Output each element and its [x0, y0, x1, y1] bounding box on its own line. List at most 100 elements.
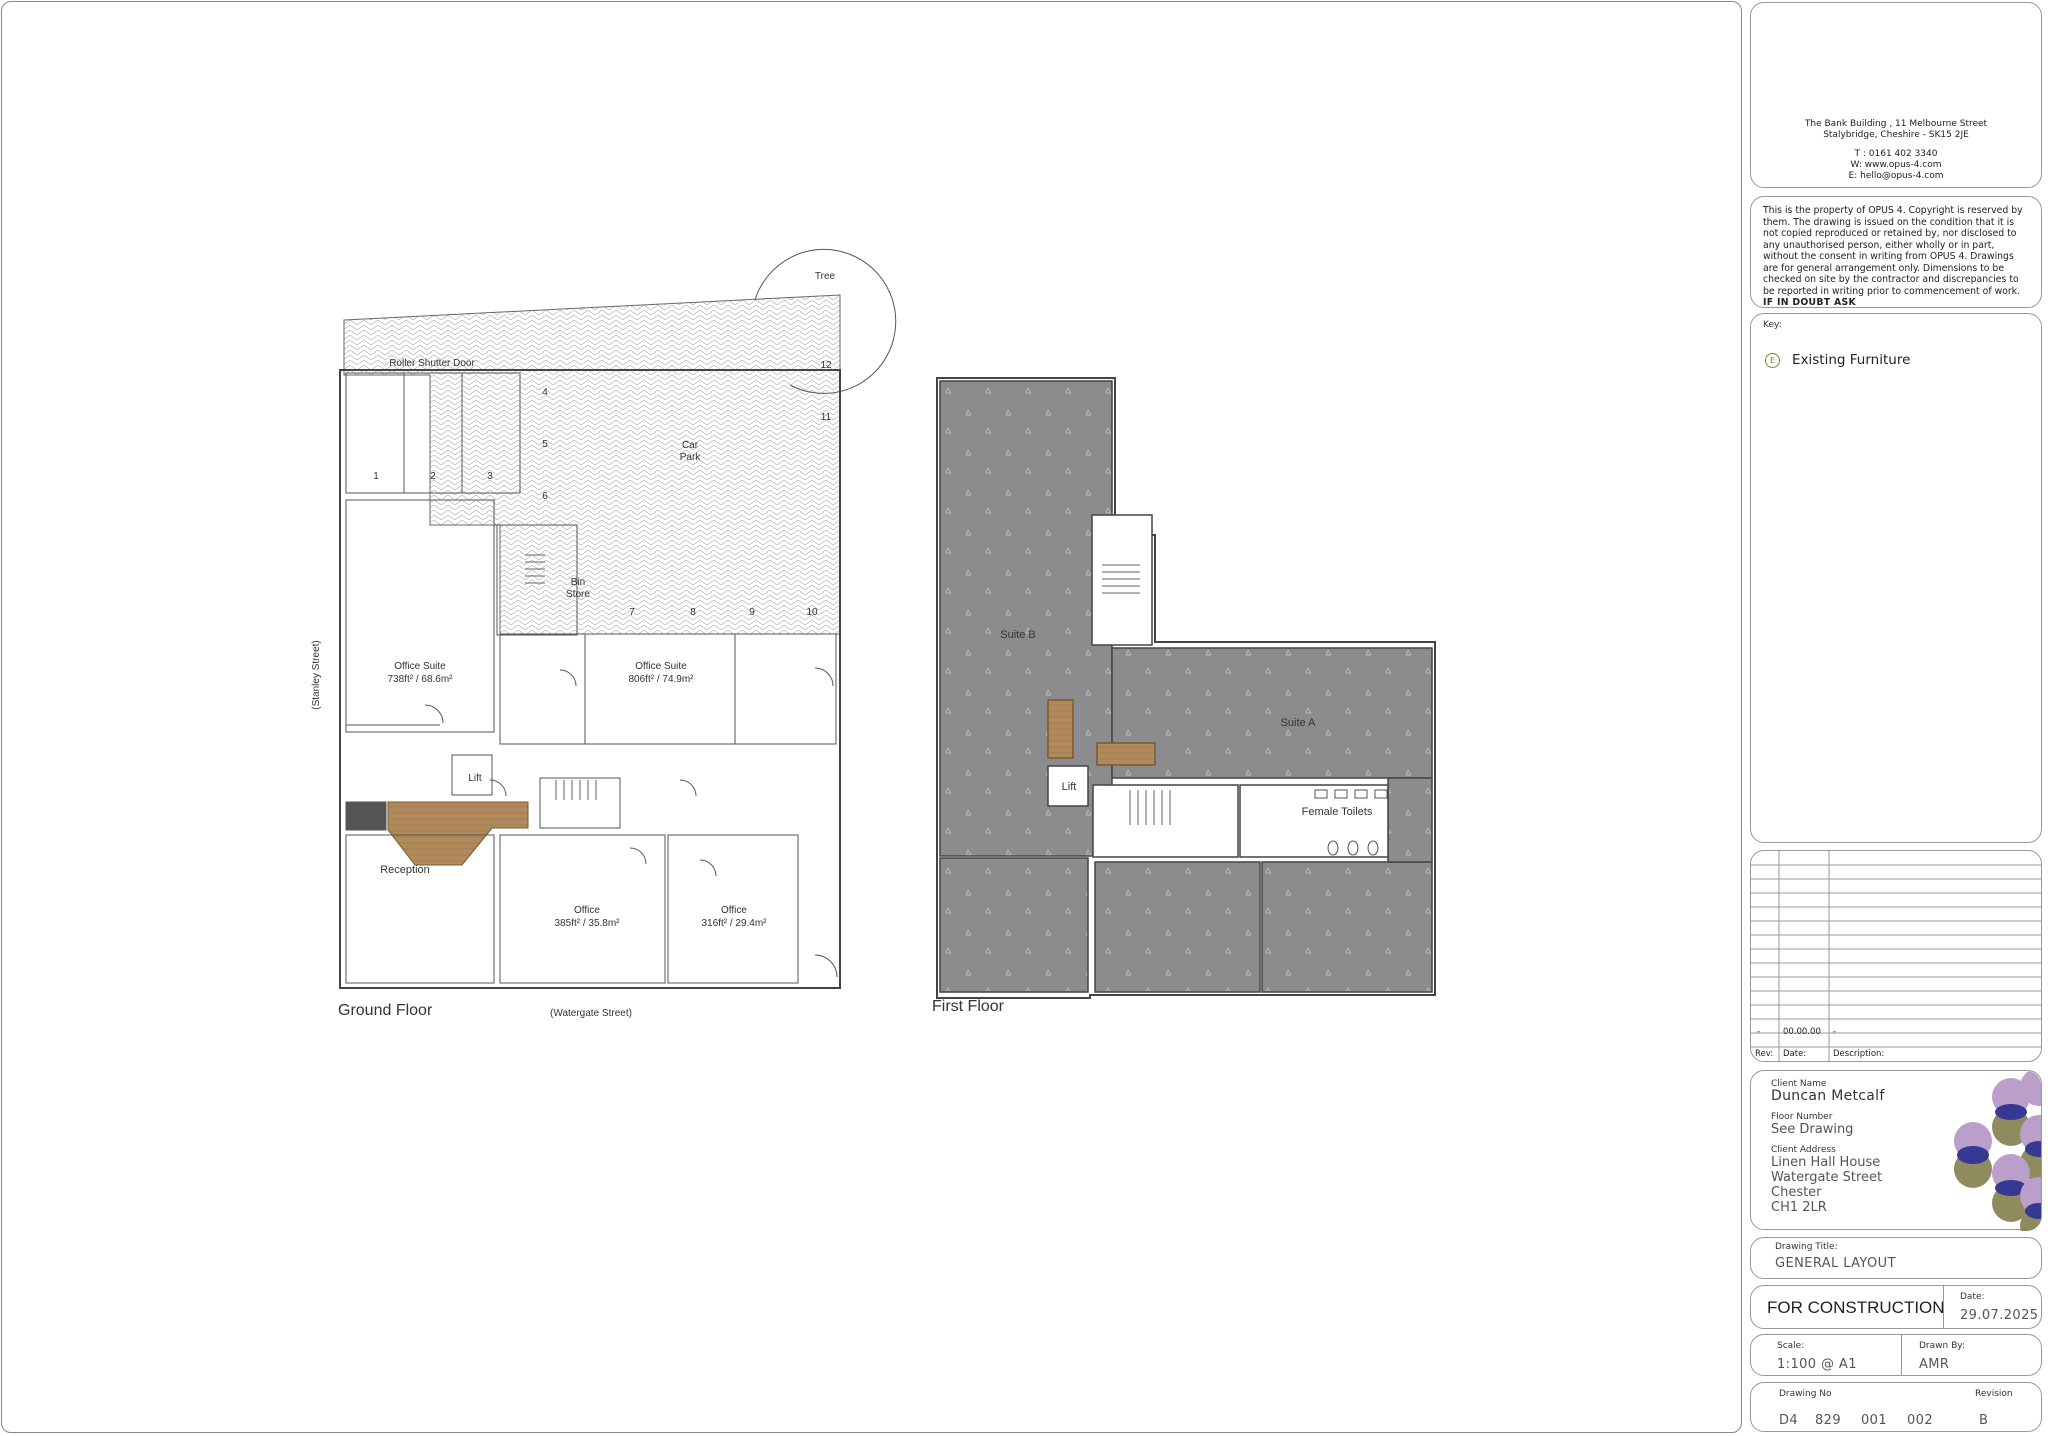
scale-panel: Scale: 1:100 @ A1 Drawn By: AMR [1750, 1334, 2042, 1376]
revision-value: B [1979, 1413, 1989, 1428]
bay-11: 11 [821, 412, 832, 423]
office-suite-left [345, 499, 495, 733]
reception-floor [387, 801, 529, 866]
date-value: 29.07.2025 [1960, 1308, 2039, 1323]
drawing-number-panel: Drawing No Revision D4 829 001 002 B [1750, 1382, 2042, 1432]
office-suite-left-area: 738ft² / 68.6m² [387, 674, 453, 685]
revision-label: Revision [1975, 1389, 2013, 1399]
suite-a [1111, 647, 1433, 779]
status-text: FOR CONSTRUCTION [1767, 1298, 1945, 1317]
opus4-logo [1954, 1071, 2041, 1231]
address-line1: The Bank Building , 11 Melbourne Street [1804, 119, 1988, 129]
office-bl-name: Office [574, 905, 600, 916]
drawing-no-part4: 002 [1907, 1413, 1934, 1428]
first-lift-label: Lift [1062, 781, 1077, 793]
garages [345, 372, 521, 494]
car-park-line1: Car [682, 440, 699, 451]
phone: T : 0161 402 3340 [1854, 149, 1938, 159]
lower-stair [539, 777, 621, 829]
office-bottom-right [667, 834, 799, 984]
key-panel: Key: E Existing Furniture [1750, 313, 2042, 843]
bay-10: 10 [806, 607, 818, 618]
reception-label: Reception [380, 864, 430, 876]
suite-d [1261, 861, 1433, 993]
bay-8: 8 [690, 607, 696, 618]
office-br-name: Office [721, 905, 747, 916]
key-label: Key: [1763, 320, 1782, 330]
ground-floor-plan [339, 248, 897, 989]
roller-door-label: Roller Shutter Door [389, 358, 475, 369]
drawing-title: GENERAL LAYOUT [1775, 1256, 1896, 1271]
tree-canopy [754, 248, 897, 394]
bin-store-line2: Store [566, 589, 590, 600]
stanley-street-label: (Stanley Street) [311, 640, 322, 709]
bay-7: 7 [629, 607, 635, 618]
office-suite-mid-name: Office Suite [635, 661, 687, 672]
revision-grid [1751, 851, 2041, 1061]
first-floor-title: First Floor [932, 998, 1005, 1015]
stair-core [496, 524, 578, 636]
office-br-area: 316ft² / 29.4m² [701, 918, 767, 929]
drawing-no-part3: 001 [1861, 1413, 1888, 1428]
car-park-line2: Park [680, 452, 702, 463]
scale-value: 1:100 @ A1 [1777, 1357, 1857, 1372]
rev-date: 00.00.00 [1783, 1027, 1821, 1037]
bay-4: 4 [542, 387, 548, 398]
bay-12: 12 [820, 360, 832, 371]
tree-label: Tree [815, 271, 836, 282]
address-line: Watergate Street [1771, 1170, 1883, 1185]
drawing-no-label: Drawing No [1779, 1389, 1832, 1399]
key-item-label: Existing Furniture [1792, 352, 1911, 368]
bay-3: 3 [487, 471, 493, 482]
drawing-title-panel: Drawing Title: GENERAL LAYOUT [1750, 1237, 2042, 1279]
entrance-steps [345, 801, 387, 831]
first-kitchen-timber [1047, 699, 1074, 759]
ground-floor-outline [339, 369, 841, 989]
drawn-by-label: Drawn By: [1919, 1341, 1965, 1351]
floor-number-label: Floor Number [1771, 1112, 1833, 1122]
drawing-no-part2: 829 [1815, 1413, 1842, 1428]
email: E: hello@opus-4.com [1848, 171, 1944, 181]
office-suite-mid-area: 806ft² / 74.9m² [628, 674, 694, 685]
drawn-by-value: AMR [1919, 1357, 1950, 1372]
rev-value: - [1757, 1027, 1761, 1037]
drawing-title-label: Drawing Title: [1775, 1242, 1838, 1252]
copyright-emphasis: IF IN DOUBT ASK [1763, 297, 1856, 308]
client-address: Linen Hall House Watergate Street Cheste… [1771, 1155, 2021, 1215]
rev-header-rev: Rev: [1755, 1049, 1774, 1059]
client-address-label: Client Address [1771, 1145, 1836, 1155]
office-suite-middle [499, 633, 837, 745]
rev-header-desc: Description: [1833, 1049, 1885, 1059]
website: W: www.opus-4.com [1850, 160, 1942, 170]
suite-c [1094, 861, 1261, 993]
address-line2: Stalybridge, Cheshire - SK15 2JE [1823, 130, 1969, 140]
bay-5: 5 [542, 439, 548, 450]
office-bl-area: 385ft² / 35.8m² [554, 918, 620, 929]
first-stair-core [1091, 514, 1153, 646]
client-panel: Client Name Duncan Metcalf Floor Number … [1750, 1070, 2042, 1231]
client-name-label: Client Name [1771, 1079, 1827, 1089]
bay-1: 1 [373, 471, 379, 482]
address-panel: The Bank Building , 11 Melbourne Street … [1750, 2, 2042, 188]
floor-number: See Drawing [1771, 1122, 1854, 1137]
first-corridor [1092, 784, 1239, 858]
revision-table: - 00.00.00 - Rev: Date: Description: [1750, 850, 2042, 1062]
office-bottom-left [499, 834, 666, 984]
date-label: Date: [1960, 1292, 1985, 1302]
key-item: E Existing Furniture [1763, 352, 2029, 368]
suite-a-label: Suite A [1281, 717, 1317, 729]
suite-b-label: Suite B [1000, 629, 1035, 641]
address-line: Chester [1771, 1185, 1822, 1200]
existing-furniture-icon: E [1765, 352, 1780, 368]
date-box: Date: 29.07.2025 [1943, 1286, 2042, 1328]
bay-9: 9 [749, 607, 755, 618]
client-name: Duncan Metcalf [1771, 1088, 1885, 1104]
ground-floor-title: Ground Floor [338, 1002, 433, 1019]
car-park-area [343, 294, 841, 635]
status-panel: FOR CONSTRUCTION Date: 29.07.2025 [1750, 1285, 2042, 1329]
address-line: CH1 2LR [1771, 1200, 1827, 1215]
ground-lift [451, 754, 493, 796]
copyright-text: This is the property of OPUS 4. Copyrigh… [1763, 205, 2023, 297]
